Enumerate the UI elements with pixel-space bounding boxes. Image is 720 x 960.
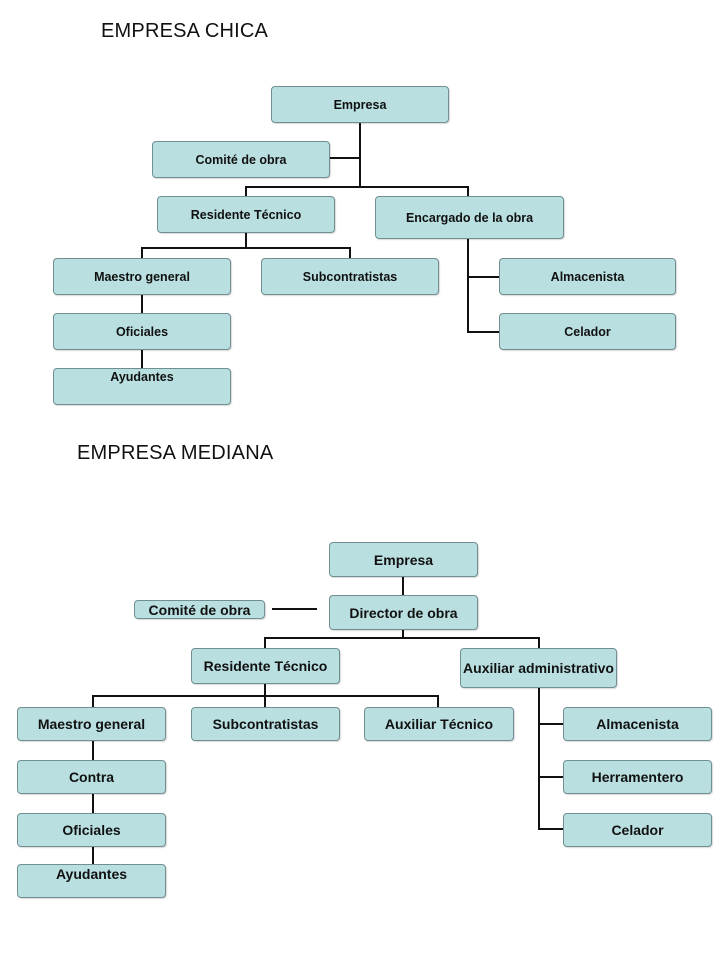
node-empresa: Empresa <box>329 542 478 577</box>
connector <box>538 723 564 725</box>
node-ayudantes: Ayudantes <box>17 864 166 898</box>
connector <box>272 608 317 610</box>
connector <box>467 331 499 333</box>
node-subcontratistas: Subcontratistas <box>191 707 340 741</box>
connector <box>92 741 94 760</box>
connector <box>141 247 351 249</box>
connector <box>359 122 361 187</box>
connector <box>402 630 404 638</box>
connector <box>92 695 94 707</box>
connector <box>141 350 143 369</box>
connector <box>467 239 469 332</box>
chart-title-mediana: EMPRESA MEDIANA <box>77 442 274 464</box>
connector <box>330 157 360 159</box>
node-auxiliar-tecnico: Auxiliar Técnico <box>364 707 514 741</box>
connector <box>538 828 564 830</box>
chart-title-chica: EMPRESA CHICA <box>101 20 269 42</box>
connector <box>538 688 540 830</box>
node-residente-tecnico: Residente Técnico <box>157 196 335 233</box>
connector <box>264 695 266 707</box>
connector <box>264 684 266 696</box>
node-almacenista: Almacenista <box>563 707 712 741</box>
connector <box>437 695 439 707</box>
node-residente-tecnico: Residente Técnico <box>191 648 340 684</box>
node-almacenista: Almacenista <box>499 258 676 295</box>
connector <box>467 186 469 197</box>
node-subcontratistas: Subcontratistas <box>261 258 439 295</box>
connector <box>141 295 143 313</box>
node-contra: Contra <box>17 760 166 794</box>
connector <box>92 847 94 865</box>
node-celador: Celador <box>499 313 676 350</box>
connector <box>538 637 540 648</box>
node-comite-de-obra: Comité de obra <box>152 141 330 178</box>
node-oficiales: Oficiales <box>17 813 166 847</box>
node-celador: Celador <box>563 813 712 847</box>
node-ayudantes: Ayudantes <box>53 368 231 405</box>
node-encargado-de-la-obra: Encargado de la obra <box>375 196 564 239</box>
connector <box>92 794 94 813</box>
connector <box>402 576 404 596</box>
node-maestro-general: Maestro general <box>53 258 231 295</box>
node-maestro-general: Maestro general <box>17 707 166 741</box>
connector <box>349 247 351 258</box>
connector <box>467 276 499 278</box>
node-auxiliar-administrativo: Auxiliar administrativo <box>460 648 617 688</box>
connector <box>538 776 564 778</box>
node-comite-de-obra: Comité de obra <box>134 600 265 619</box>
connector <box>141 247 143 258</box>
node-empresa: Empresa <box>271 86 449 123</box>
connector <box>245 233 247 248</box>
connector <box>245 186 247 197</box>
node-oficiales: Oficiales <box>53 313 231 350</box>
connector <box>264 637 266 648</box>
node-herramentero: Herramentero <box>563 760 712 794</box>
connector <box>245 186 469 188</box>
node-director-de-obra: Director de obra <box>329 595 478 630</box>
connector <box>264 637 540 639</box>
